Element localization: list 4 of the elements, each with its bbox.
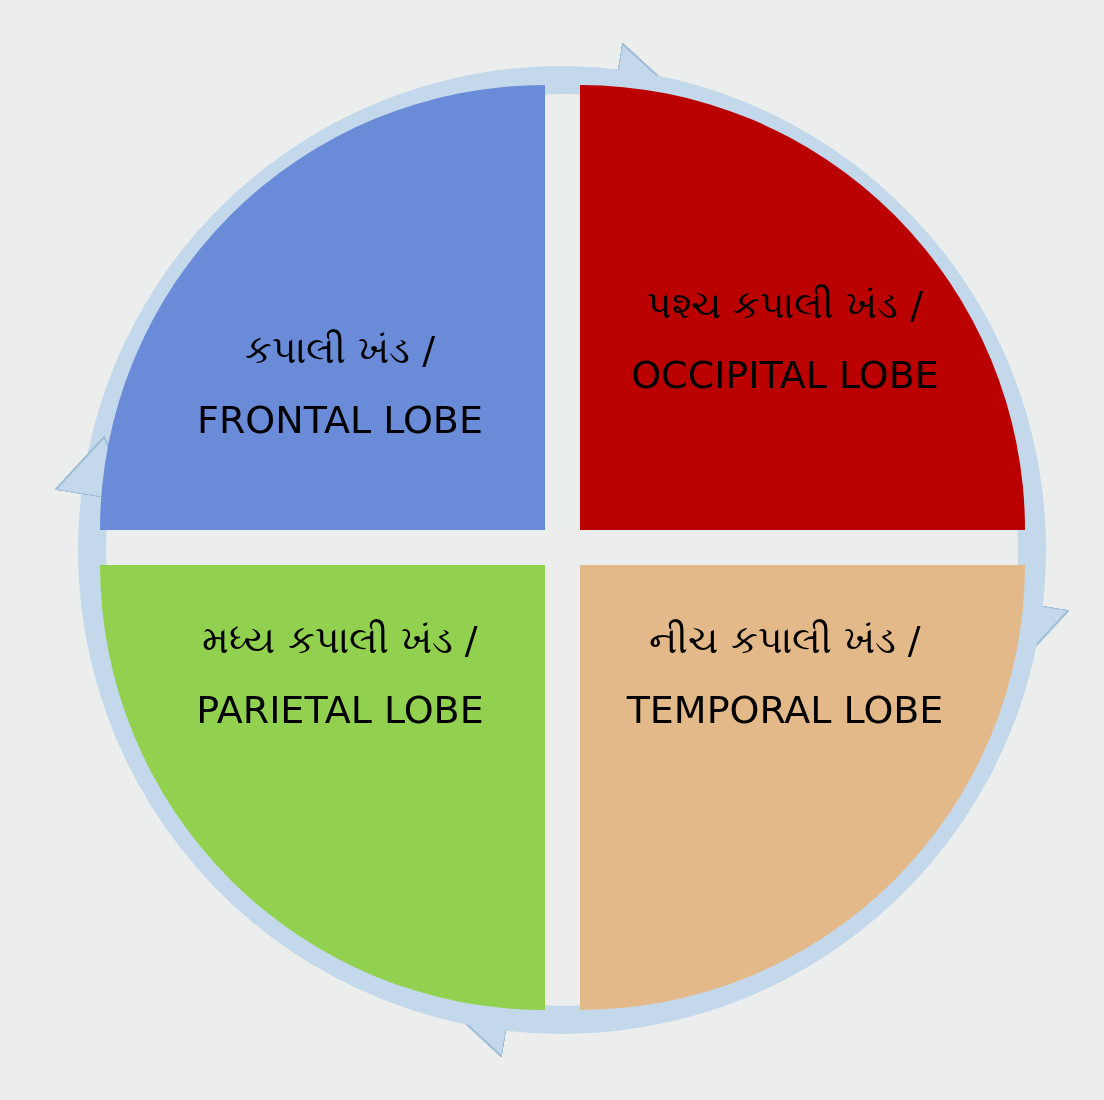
lobe-label: કપાલી ખંડ / FRONTAL LOBE (196, 327, 484, 444)
lobe-label: પશ્ચ કપાલી ખંડ / OCCIPITAL LOBE (630, 282, 940, 399)
lobe-label: મધ્ય કપાલી ખંડ / PARIETAL LOBE (195, 617, 485, 734)
lobe-label: નીચ કપાલી ખંડ / TEMPORAL LOBE (625, 617, 945, 734)
